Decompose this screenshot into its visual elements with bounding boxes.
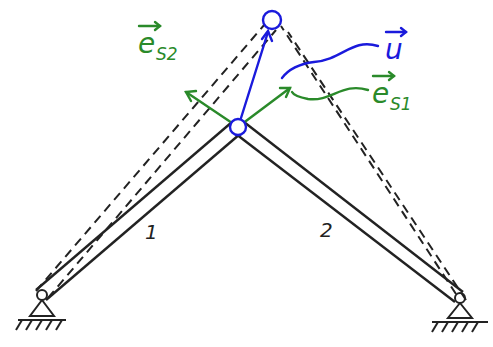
displacement [230,11,406,135]
vector-subscript: S1 [390,96,412,113]
bar-number: 1 [145,222,158,242]
vector-symbol: e [372,80,389,108]
vector-symbol: u [385,36,403,64]
bar-number: 2 [320,220,333,240]
supports [16,290,488,332]
unit-vectors [139,22,394,127]
vector-symbol: e [138,30,155,58]
deformed-bars [36,24,466,300]
vector-subscript: S2 [156,46,178,63]
bars [36,122,463,302]
